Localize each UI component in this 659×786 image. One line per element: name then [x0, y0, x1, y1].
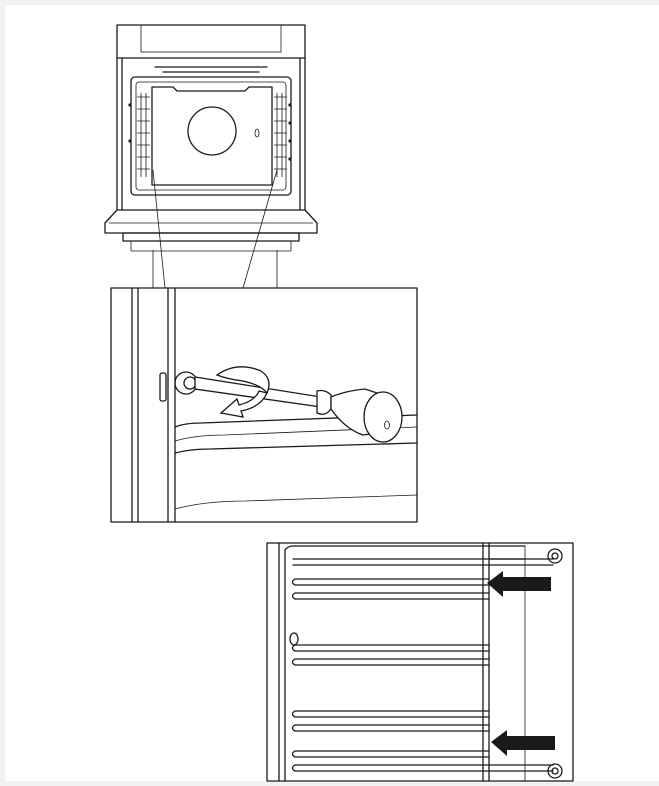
manual-page [5, 5, 659, 781]
insert-arrow-icon [491, 730, 555, 756]
insert-arrow-icon [487, 571, 551, 597]
oven-front-illustration [105, 25, 317, 288]
screwdriver-detail-illustration [111, 288, 417, 522]
shelf-support-detail-illustration [267, 543, 573, 781]
illustration-canvas [5, 5, 659, 786]
